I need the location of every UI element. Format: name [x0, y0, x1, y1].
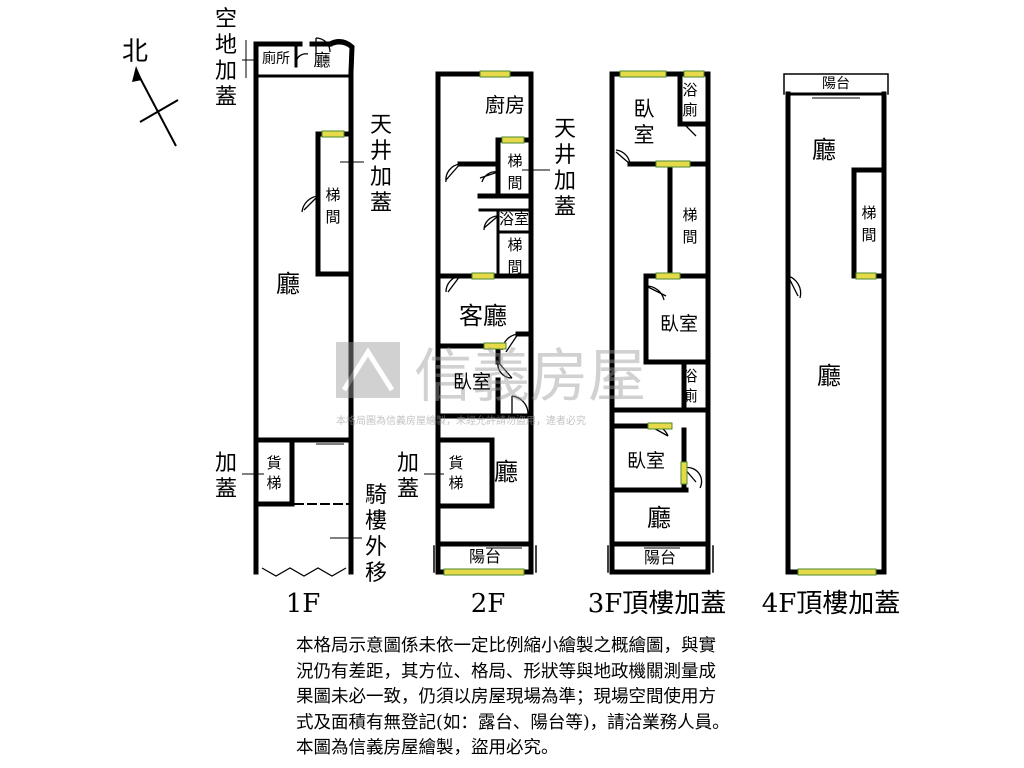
note-skylight-addition: 天 [554, 117, 576, 142]
disclaimer-line: 式及面積有無登記(如：露台、陽台等)，請洽業務人員。 [296, 712, 730, 733]
room-hall: 廳 [817, 362, 841, 390]
note-skylight-addition: 蓋 [554, 195, 576, 220]
note-addition: 加 [397, 451, 419, 476]
note-addition: 蓋 [397, 477, 419, 502]
floor3-caption: 3F頂樓加蓋 [588, 589, 727, 619]
room-stair: 梯 [507, 152, 522, 170]
note-skylight-addition: 天 [370, 113, 392, 138]
note-arcade-moved: 騎 [365, 483, 387, 508]
room-bath-toilet: 廁 [682, 387, 697, 405]
floor4-caption: 4F頂樓加蓋 [762, 589, 901, 619]
room-bedroom: 臥室 [453, 371, 491, 393]
room-bedroom: 室 [634, 123, 655, 147]
disclaimer-line: 本格局示意圖係未依一定比例縮小繪製之概繪圖，與實 [296, 636, 716, 656]
room-bath: 浴室 [499, 210, 529, 228]
room-balcony: 陽台 [644, 548, 676, 567]
room-freight-elevator: 梯 [448, 474, 463, 492]
note-skylight-addition: 井 [370, 139, 392, 164]
floor4-walls [783, 73, 889, 575]
room-hall: 廳 [494, 458, 518, 486]
disclaimer-note: 本格局示意圖係未依一定比例縮小繪製之概繪圖，與實 況仍有差距，其方位、格局、形狀… [296, 634, 856, 762]
room-stair: 梯 [507, 236, 522, 254]
floor-plan-diagram: 北 信義房屋 本格局圖為信義房屋繪製，未經允許請勿盜用，違者必究 1F廁所廳梯間… [122, 7, 901, 619]
floor1-walls [253, 39, 355, 575]
note-addition: 蓋 [215, 477, 237, 502]
note-arcade-moved: 移 [365, 561, 387, 586]
room-bath-toilet: 廁 [682, 101, 697, 119]
room-balcony: 陽台 [469, 547, 501, 566]
room-hall: 廳 [276, 270, 300, 298]
room-bedroom: 臥室 [660, 313, 698, 335]
note-open-land-addition: 地 [215, 33, 237, 58]
room-bath-toilet: 浴 [682, 367, 697, 385]
room-stair: 間 [507, 174, 522, 192]
watermark: 信義房屋 本格局圖為信義房屋繪製，未經允許請勿盜用，違者必究 [336, 342, 646, 427]
disclaimer-line: 本圖為信義房屋繪製，盜用必究。 [296, 738, 559, 758]
note-arcade-moved: 外 [365, 535, 387, 560]
room-stair: 間 [861, 226, 876, 244]
north-label: 北 [122, 37, 148, 67]
windows [321, 70, 877, 576]
room-stair: 間 [325, 208, 340, 226]
compass: 北 [122, 37, 179, 147]
room-living: 客廳 [459, 302, 507, 330]
room-bath-toilet: 浴 [682, 81, 697, 99]
note-skylight-addition: 加 [370, 165, 392, 190]
note-skylight-addition: 加 [554, 169, 576, 194]
room-hall: 廳 [812, 136, 836, 164]
disclaimer-line: 果圖未必一致，仍須以房屋現場為準；現場空間使用方 [296, 687, 716, 707]
door-sills [261, 75, 860, 577]
leader-lines [242, 40, 550, 539]
room-freight-elevator: 貨 [448, 454, 463, 472]
room-freight-elevator: 貨 [266, 454, 281, 472]
room-stair: 梯 [861, 204, 876, 222]
room-stair: 梯 [325, 186, 340, 204]
floor1-caption: 1F [286, 589, 321, 619]
room-stair: 間 [682, 228, 697, 246]
watermark-brand: 信義房屋 [414, 342, 646, 410]
room-stair: 梯 [682, 206, 697, 224]
note-skylight-addition: 蓋 [370, 191, 392, 216]
room-hall-small: 廳 [314, 51, 331, 71]
room-stair: 間 [507, 258, 522, 276]
room-bedroom: 臥室 [627, 450, 665, 472]
note-open-land-addition: 加 [215, 59, 237, 84]
room-hall: 廳 [647, 504, 671, 532]
note-arcade-moved: 樓 [365, 509, 387, 534]
room-balcony: 陽台 [822, 76, 850, 92]
note-open-land-addition: 空 [215, 7, 237, 32]
room-freight-elevator: 梯 [266, 474, 281, 492]
note-addition: 加 [215, 451, 237, 476]
disclaimer-line: 況仍有差距，其方位、格局、形狀等與地政機關測量成 [296, 661, 716, 682]
room-toilet: 廁所 [262, 50, 290, 67]
floor2-caption: 2F [471, 589, 506, 619]
room-bedroom: 臥 [634, 97, 655, 121]
watermark-fine-print: 本格局圖為信義房屋繪製，未經允許請勿盜用，違者必究 [336, 414, 586, 427]
note-skylight-addition: 井 [554, 143, 576, 168]
note-open-land-addition: 蓋 [215, 85, 237, 110]
room-kitchen: 廚房 [485, 93, 525, 117]
